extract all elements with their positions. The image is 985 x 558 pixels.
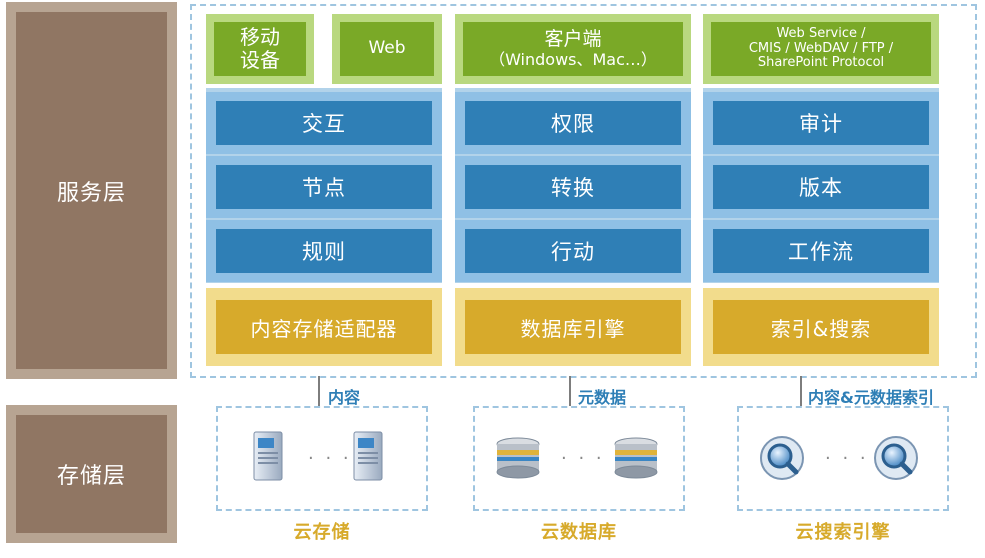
audit-box: 审计 [703,92,939,154]
interaction-box: 交互 [206,92,442,154]
cloud-search-caption: 云搜索引擎 [795,522,891,543]
service-layer-block: 服务层 [6,2,177,379]
web-label: Web [340,22,434,76]
web-box: Web [332,14,442,84]
client-title: 客户端 [544,27,602,50]
audit-label: 审计 [713,101,929,145]
protocols-line-3: SharePoint Protocol [757,55,885,71]
protocols-line-2: CMIS / WebDAV / FTP / [748,40,894,56]
server-icon [253,431,283,481]
transform-box: 转换 [455,156,691,218]
connector-line-index [800,376,802,412]
client-label: 客户端 （Windows、Mac…） [463,22,683,76]
search-magnifier-icon [760,436,804,480]
permission-box: 权限 [455,92,691,154]
search-magnifier-icon [874,436,918,480]
mobile-device-box: 移动 设备 [206,14,314,84]
workflow-box: 工作流 [703,220,939,282]
permission-label: 权限 [465,101,681,145]
content-store-adapter-box: 内容存储适配器 [206,288,442,366]
cloud-storage-dots: · · · [308,448,352,469]
database-icon [614,437,658,479]
client-platforms: （Windows、Mac…） [489,49,657,69]
connector-line-metadata [569,376,571,412]
index-search-label: 索引&搜索 [713,300,929,354]
rule-box: 规则 [206,220,442,282]
transform-label: 转换 [465,165,681,209]
database-icon [496,437,540,479]
node-label: 节点 [216,165,432,209]
client-box: 客户端 （Windows、Mac…） [455,14,691,84]
protocols-line-1: Web Service / [776,25,866,41]
version-box: 版本 [703,156,939,218]
connector-label-index: 内容&元数据索引 [808,388,934,407]
cloud-database-caption: 云数据库 [541,522,617,543]
version-label: 版本 [713,165,929,209]
index-search-box: 索引&搜索 [703,288,939,366]
protocols-label: Web Service / CMIS / WebDAV / FTP / Shar… [711,22,931,76]
database-engine-label: 数据库引擎 [465,300,681,354]
service-layer-label: 服务层 [16,12,167,369]
interaction-label: 交互 [216,101,432,145]
connector-line-content [318,376,320,412]
action-label: 行动 [465,229,681,273]
workflow-label: 工作流 [713,229,929,273]
cloud-database-dots: · · · [561,448,605,469]
connector-label-content: 内容 [328,388,361,407]
cloud-storage-caption: 云存储 [293,522,351,543]
cloud-search-dots: · · · [825,448,869,469]
storage-layer-label: 存储层 [16,415,167,533]
content-store-adapter-label: 内容存储适配器 [216,300,432,354]
storage-layer-block: 存储层 [6,405,177,543]
mobile-device-label: 移动 设备 [214,22,306,76]
protocols-box: Web Service / CMIS / WebDAV / FTP / Shar… [703,14,939,84]
cloud-storage-box [216,406,428,511]
action-box: 行动 [455,220,691,282]
rule-label: 规则 [216,229,432,273]
connector-label-metadata: 元数据 [578,388,627,407]
database-engine-box: 数据库引擎 [455,288,691,366]
node-box: 节点 [206,156,442,218]
server-icon [353,431,383,481]
